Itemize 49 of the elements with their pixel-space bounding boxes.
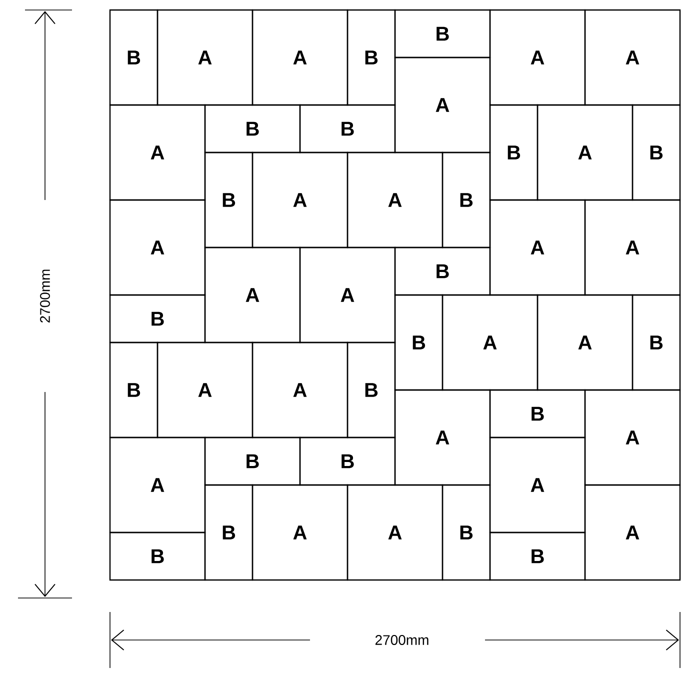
tile: A	[489, 199, 586, 296]
tile: A	[252, 484, 348, 581]
tile: B	[204, 152, 254, 248]
tile: B	[394, 294, 444, 391]
tile: B	[394, 9, 491, 58]
tile: A	[489, 436, 586, 534]
tile: A	[109, 199, 206, 296]
tile: B	[204, 436, 301, 486]
tile: A	[252, 9, 348, 106]
tile: A	[346, 484, 444, 581]
tile: A	[346, 152, 444, 248]
dimension-label: 2700mm	[375, 635, 428, 645]
tile: A	[204, 246, 301, 344]
tile: B	[489, 389, 586, 438]
tile: A	[584, 484, 681, 581]
tile: A	[489, 9, 586, 106]
tile: B	[299, 436, 396, 486]
tile: B	[489, 104, 538, 201]
tile: A	[442, 294, 538, 391]
tile: B	[632, 104, 681, 201]
tile: A	[584, 389, 681, 486]
tile: A	[299, 246, 396, 344]
tile: B	[442, 152, 491, 248]
tile: B	[346, 9, 396, 106]
tile: B	[109, 294, 206, 344]
tile: A	[584, 9, 681, 106]
tile: B	[109, 342, 158, 438]
tile: A	[584, 199, 681, 296]
tile: A	[156, 342, 254, 438]
tile: A	[109, 104, 206, 201]
tile: B	[204, 104, 301, 154]
tile: B	[109, 532, 206, 581]
tile: A	[394, 56, 491, 154]
tile: B	[109, 9, 158, 106]
tile: A	[252, 152, 348, 248]
tile: B	[394, 246, 491, 296]
tile: A	[109, 436, 206, 534]
tile: A	[394, 389, 491, 486]
tile: B	[489, 532, 586, 581]
tile: B	[346, 342, 396, 438]
dimension-label: 2700mm	[40, 270, 50, 323]
tile: A	[252, 342, 348, 438]
tile: B	[204, 484, 254, 581]
tile: A	[536, 294, 634, 391]
tile: B	[632, 294, 681, 391]
tile: A	[156, 9, 254, 106]
tile: B	[442, 484, 491, 581]
tile: B	[299, 104, 396, 154]
tile: A	[536, 104, 634, 201]
